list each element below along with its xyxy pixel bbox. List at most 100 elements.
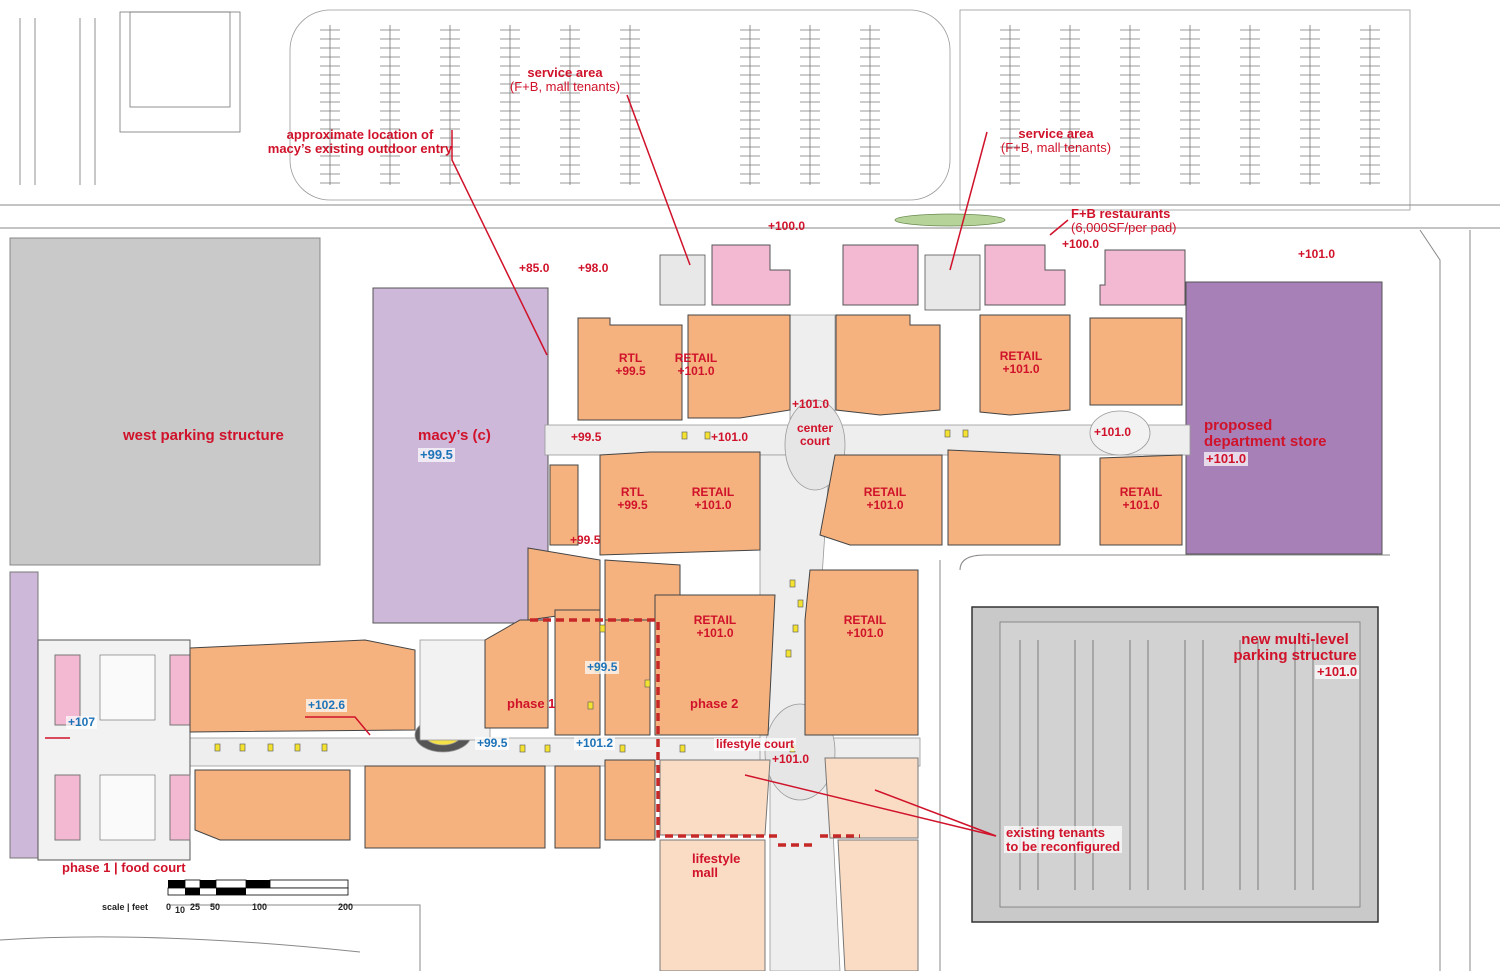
proposed-store-label: proposed department store: [1204, 418, 1327, 450]
service-area-sub-1: (F+B, mall tenants): [509, 78, 621, 94]
retail-b-title: RETAIL: [999, 349, 1043, 363]
rtl-a-title: RTL: [618, 351, 643, 365]
rtl-label-a: RTL +99.5: [608, 352, 653, 377]
new-parking-label: new multi-level parking structure: [1215, 632, 1375, 664]
center-court-label: center court: [790, 422, 840, 447]
retail-c-title: RETAIL: [691, 485, 735, 499]
approximate-entry-title: approximate location of: [286, 127, 434, 142]
existing-tenants-2: to be reconfigured: [1006, 838, 1121, 854]
scale-tick-0: 0: [166, 902, 172, 912]
elev-lifestyle-1010: +101.0: [772, 752, 810, 766]
scale-tick-100: 100: [252, 902, 268, 912]
elev-right-1010: +101.0: [1094, 425, 1132, 439]
kiosk-marker: [599, 624, 606, 633]
retail-a-elev: +101.0: [677, 363, 715, 378]
proposed-store-title: proposed: [1204, 417, 1273, 434]
west-parking-label: west parking structure: [123, 427, 284, 444]
service-areas: [659, 213, 1006, 311]
retail-label-e: RETAIL +101.0: [1110, 486, 1172, 511]
elev-100-a: +100.0: [768, 219, 806, 233]
phase2-label: phase 2: [690, 696, 739, 711]
lifestyle-mall-label: lifestyle mall: [692, 852, 740, 879]
retail-f-elev: +101.0: [696, 625, 734, 640]
scale-tick-50: 50: [210, 902, 221, 912]
retail-a-title: RETAIL: [674, 351, 718, 365]
kiosk-marker: [294, 743, 301, 752]
existing-tenants-area: [659, 757, 919, 971]
proposed-store-sub: department store: [1204, 432, 1327, 450]
proposed-department-store: [1185, 281, 1383, 555]
elev-85: +85.0: [519, 261, 550, 275]
phase1-label: phase 1: [507, 696, 556, 711]
kiosk-marker: [587, 701, 594, 710]
existing-tenants-1: existing tenants: [1006, 825, 1105, 840]
scale-tick-200: 200: [338, 902, 354, 912]
elev-mid-995: +99.5: [475, 736, 510, 750]
retail-e-title: RETAIL: [1119, 485, 1163, 499]
kiosk-marker: [519, 744, 526, 753]
service-area-note-2: service area (F+B, mall tenants): [986, 127, 1126, 154]
new-parking-structure: [971, 606, 1379, 923]
restaurant-pads: [711, 244, 1186, 306]
elev-100-b: +100.0: [1062, 237, 1100, 251]
leader-lines: [45, 94, 1069, 837]
kiosk-marker: [619, 744, 626, 753]
kiosk-marker: [544, 744, 551, 753]
macys-elevation: +99.5: [418, 447, 455, 462]
lifestyle-court-label: lifestyle court: [714, 737, 797, 751]
proposed-store-elevation: +101.0: [1204, 451, 1249, 466]
kiosk-marker: [785, 649, 792, 658]
retail-label-b: RETAIL +101.0: [990, 350, 1052, 375]
kiosk-marker: [792, 624, 799, 633]
retail-label-g: RETAIL +101.0: [834, 614, 896, 639]
scale-tick-25: 25: [190, 902, 201, 912]
phase1-food-court-label: phase 1 | food court: [62, 860, 186, 875]
elev-98: +98.0: [578, 261, 609, 275]
elev-corr-1010: +101.0: [711, 430, 749, 444]
kiosk-marker: [704, 431, 711, 440]
kiosk-marker: [789, 579, 796, 588]
phase-boundary: [530, 618, 860, 847]
retail-f-title: RETAIL: [693, 613, 737, 627]
scale-tick-10: 10: [175, 905, 186, 915]
kiosk-marker: [797, 599, 804, 608]
retail-c-elev: +101.0: [694, 497, 732, 512]
service-area-title-2: service area: [1018, 126, 1094, 141]
center-court-2: court: [800, 433, 830, 448]
west-parking-structure: [9, 237, 321, 566]
retail-blocks: [189, 314, 1183, 849]
elev-corr-995: +99.5: [571, 430, 602, 444]
new-parking-elevation: +101.0: [1315, 664, 1360, 679]
elev-101-top: +101.0: [1298, 247, 1336, 261]
macys-anchor: [372, 287, 549, 624]
center-court-1: center: [796, 421, 834, 435]
kiosk-marker: [644, 679, 651, 688]
new-parking-title: new multi-level: [1241, 631, 1349, 648]
service-area-title-1: service area: [527, 65, 603, 80]
approximate-entry-note: approximate location of macy’s existing …: [265, 128, 455, 155]
elev-center-1010: +101.0: [792, 397, 830, 411]
retail-label-f: RETAIL +101.0: [684, 614, 746, 639]
retail-d-elev: +101.0: [866, 497, 904, 512]
rtl-b-title: RTL: [620, 485, 645, 499]
macys-label: macy’s (c): [418, 427, 491, 444]
retail-d-title: RETAIL: [863, 485, 907, 499]
kiosk-marker: [267, 743, 274, 752]
kiosk-marker: [679, 744, 686, 753]
elev-mid-1012: +101.2: [574, 736, 616, 750]
lifestyle-mall-1: lifestyle: [692, 851, 741, 866]
service-area-sub-2: (F+B, mall tenants): [1000, 139, 1112, 155]
approximate-entry-sub: macy’s existing outdoor entry: [267, 140, 453, 156]
fb-restaurants-note: F+B restaurants (6,000SF/per pad): [1071, 207, 1177, 234]
elev-phase1-995: +99.5: [585, 660, 620, 674]
retail-label-c: RETAIL +101.0: [682, 486, 744, 511]
retail-label-d: RETAIL +101.0: [854, 486, 916, 511]
existing-tenants-note: existing tenants to be reconfigured: [1004, 825, 1123, 854]
new-parking-sub: parking structure: [1233, 646, 1357, 664]
kiosk-marker: [214, 743, 221, 752]
rtl-label-b: RTL +99.5: [610, 486, 655, 511]
food-court-west: [37, 639, 191, 861]
retail-label-a: RETAIL +101.0: [665, 352, 727, 377]
kiosk-marker: [681, 431, 688, 440]
